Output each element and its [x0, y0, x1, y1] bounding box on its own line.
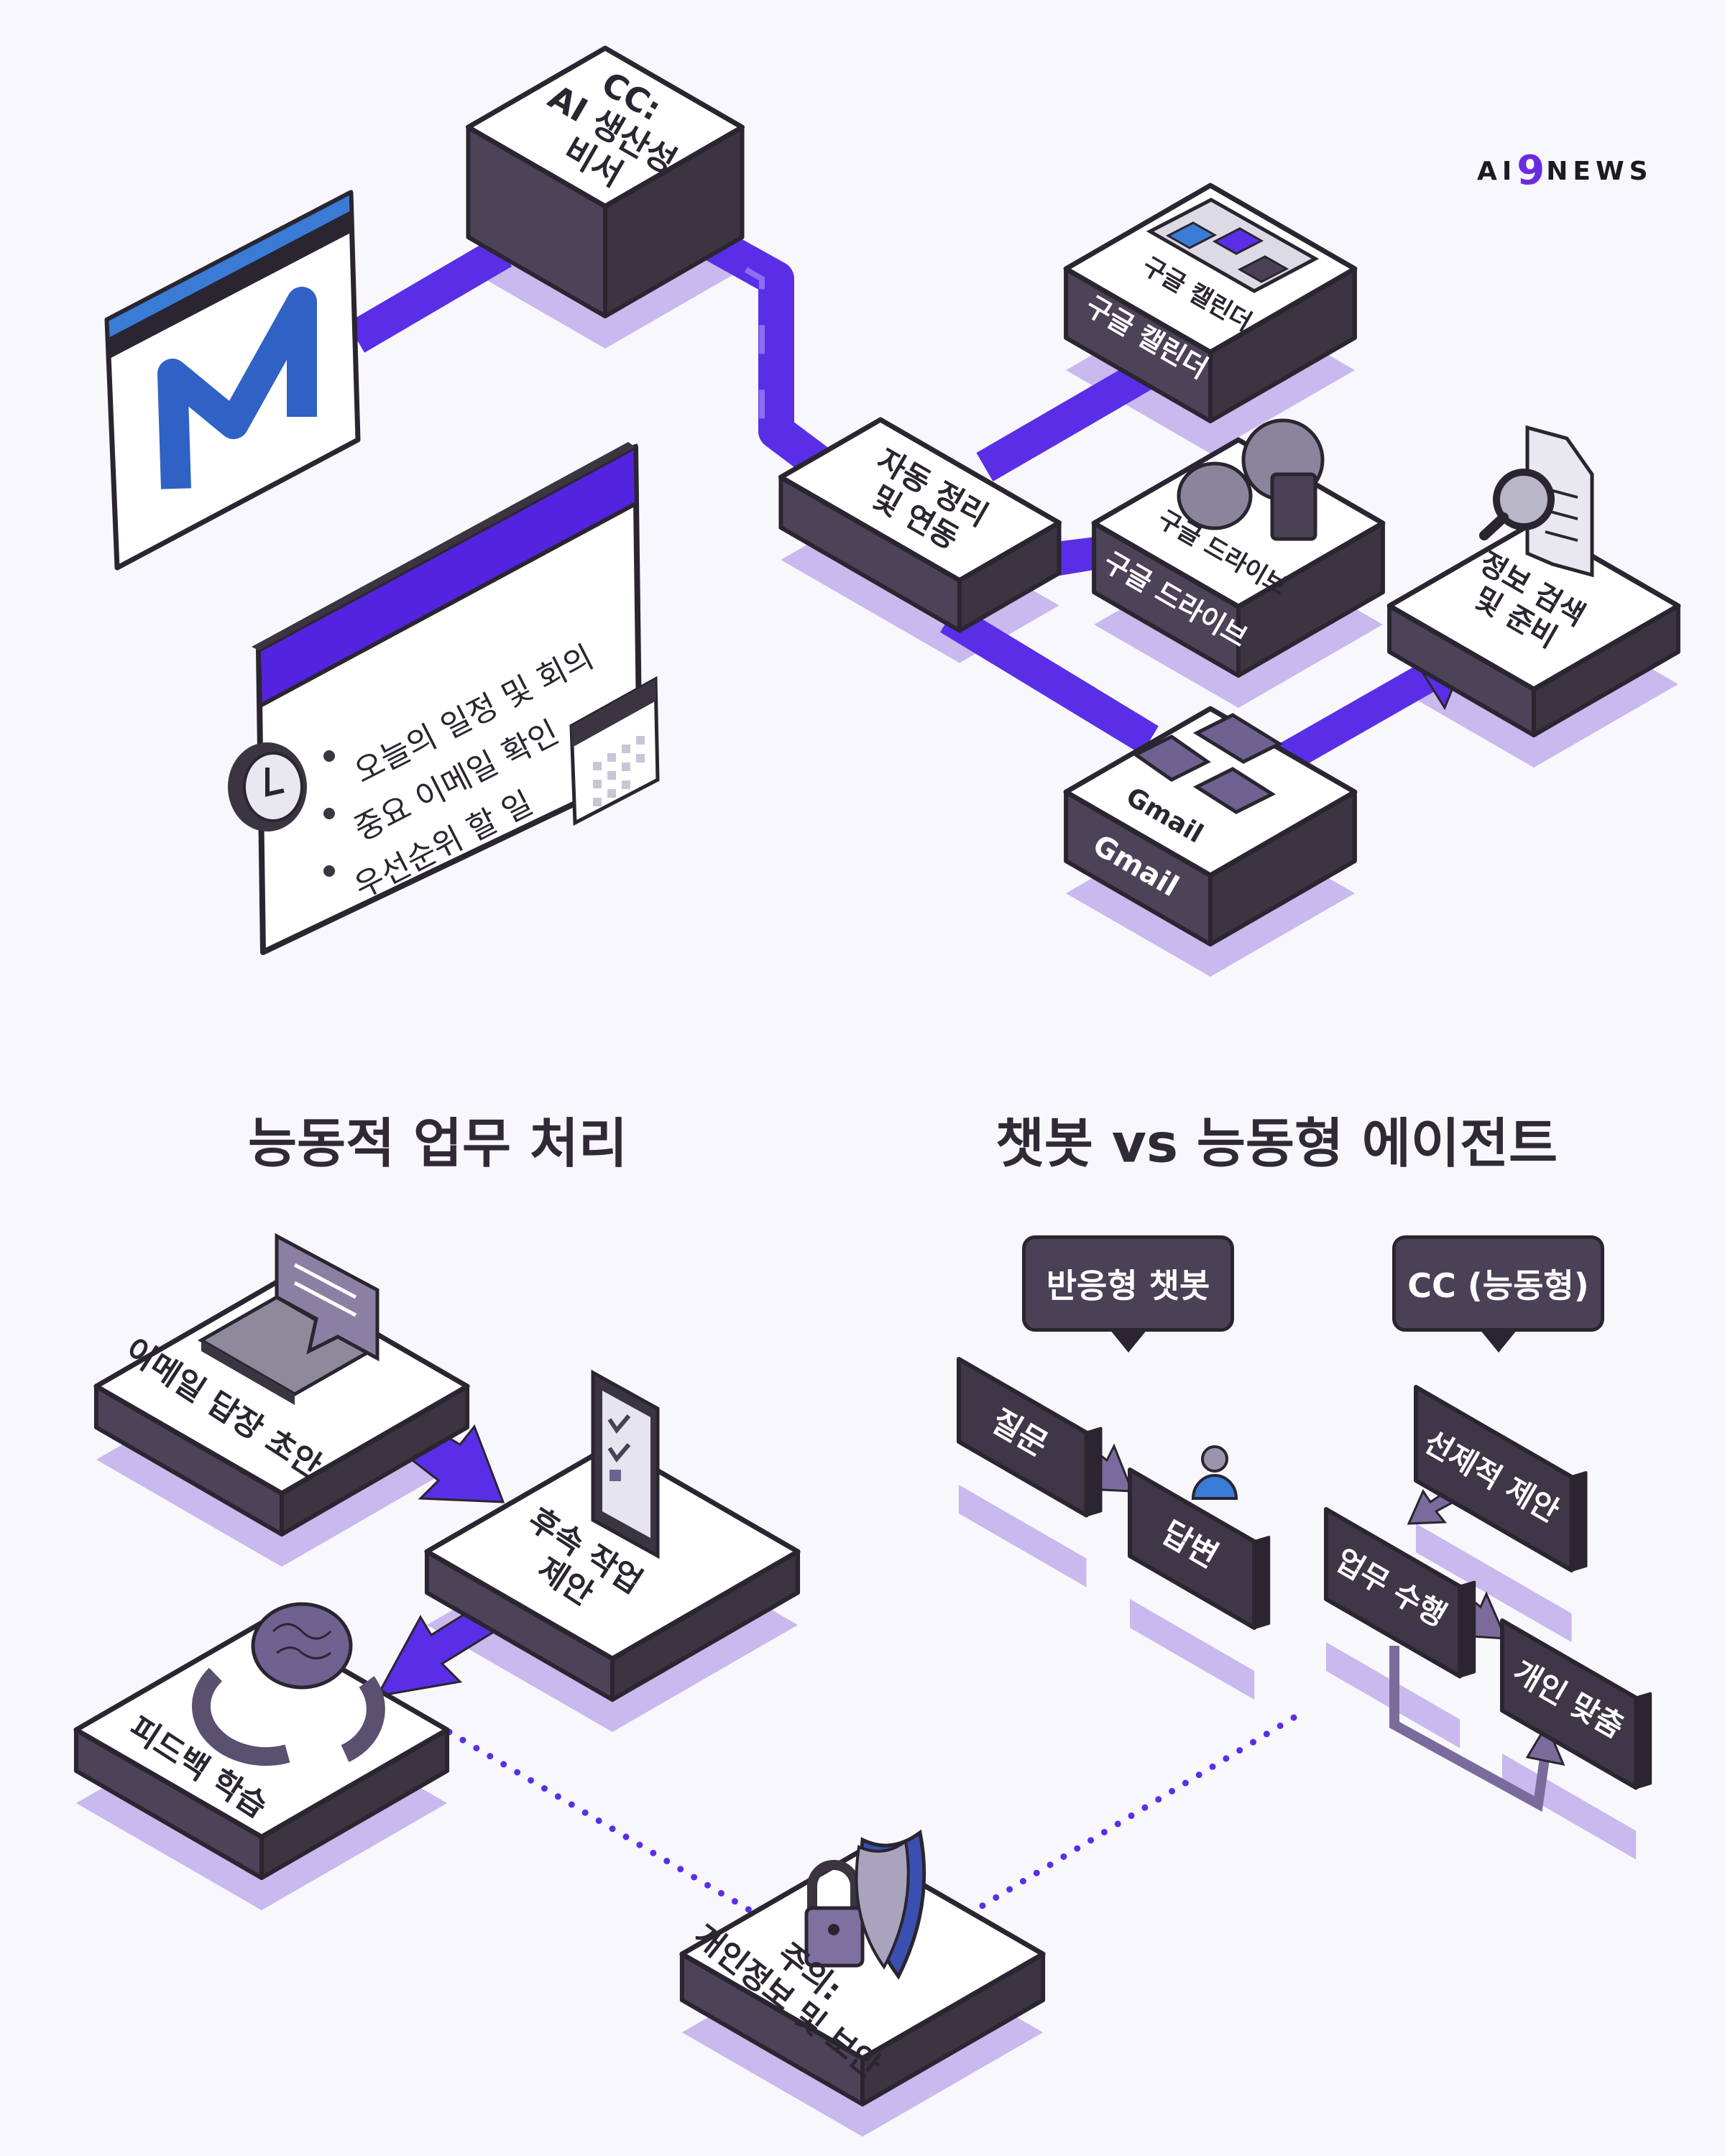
- summary-panel: [228, 442, 660, 955]
- bullet-dot: [323, 808, 335, 819]
- clipboard-checklist-icon: [591, 1369, 660, 1560]
- followup-block-top: [424, 1442, 801, 1662]
- document-search-icon: [1479, 425, 1594, 578]
- mail-app-window: [104, 189, 361, 571]
- calendar-block-top: [1063, 183, 1358, 355]
- hub-block-top: [778, 417, 1062, 583]
- bullet-dot: [323, 865, 335, 877]
- agent-bubble: CC (능동형): [1392, 1235, 1604, 1332]
- cc-block-top: [465, 45, 745, 209]
- path-hub-to-calendar: [976, 349, 1173, 482]
- person-icon: [1191, 1445, 1238, 1500]
- personal-slab-face: [1500, 1618, 1639, 1790]
- perform-slab-face: [1324, 1507, 1463, 1679]
- chat-bubble-icon: [275, 1233, 380, 1362]
- cloud-icon: [1177, 418, 1325, 541]
- question-slab-face: [957, 1357, 1089, 1518]
- folder-icon: [1270, 472, 1317, 541]
- search-block-top: [1386, 520, 1681, 692]
- calendar-icon: [569, 676, 660, 826]
- proactive-slab-face: [1414, 1385, 1574, 1572]
- dotted-line-right: [963, 1714, 1297, 1919]
- feedback-block-top: [73, 1620, 450, 1840]
- m-logo-icon: [157, 287, 317, 489]
- path-app-to-cc: [346, 236, 512, 353]
- chatbot-bubble: 반응형 챗봇: [1022, 1235, 1234, 1332]
- drive-block-top: [1091, 437, 1386, 609]
- brain-icon: [251, 1602, 353, 1690]
- arrow-head-personal: [1525, 1722, 1565, 1766]
- section-heading-comparison: 챗봇 vs 능동형 에이전트: [995, 1112, 1558, 1175]
- cycle-arrows-icon: [192, 1667, 385, 1766]
- personal-slab-shadow: [1502, 1754, 1637, 1860]
- path-gmail-to-search: [1271, 661, 1438, 776]
- answer-slab-shadow: [1130, 1599, 1255, 1700]
- path-hub-to-gmail: [940, 604, 1159, 755]
- calendar-widget-icon: [1146, 198, 1320, 293]
- arrow-perform-to-personal-long: [1389, 1646, 1550, 1812]
- shield-icon: [855, 1829, 926, 1980]
- brand-logo: AI9NEWS: [1477, 147, 1653, 194]
- section-heading-proactive: 능동적 업무 처리: [247, 1112, 628, 1175]
- icons: [192, 198, 1594, 1980]
- bullet-dot: [323, 750, 335, 762]
- connector-paths: [346, 207, 1565, 1919]
- envelope-icons: [1132, 713, 1284, 814]
- logo-nine: 9: [1517, 147, 1547, 194]
- lock-icon: [804, 1860, 865, 1968]
- logo-text: AI: [1477, 157, 1517, 186]
- question-slab-shadow: [959, 1485, 1087, 1588]
- dotted-line-left: [446, 1728, 762, 1919]
- answer-slab-face: [1128, 1468, 1257, 1630]
- clock-icon: [228, 742, 307, 831]
- proactive-slab-shadow: [1416, 1524, 1572, 1642]
- logo-text: NEWS: [1546, 157, 1653, 186]
- path-cc-to-hub: [666, 207, 845, 489]
